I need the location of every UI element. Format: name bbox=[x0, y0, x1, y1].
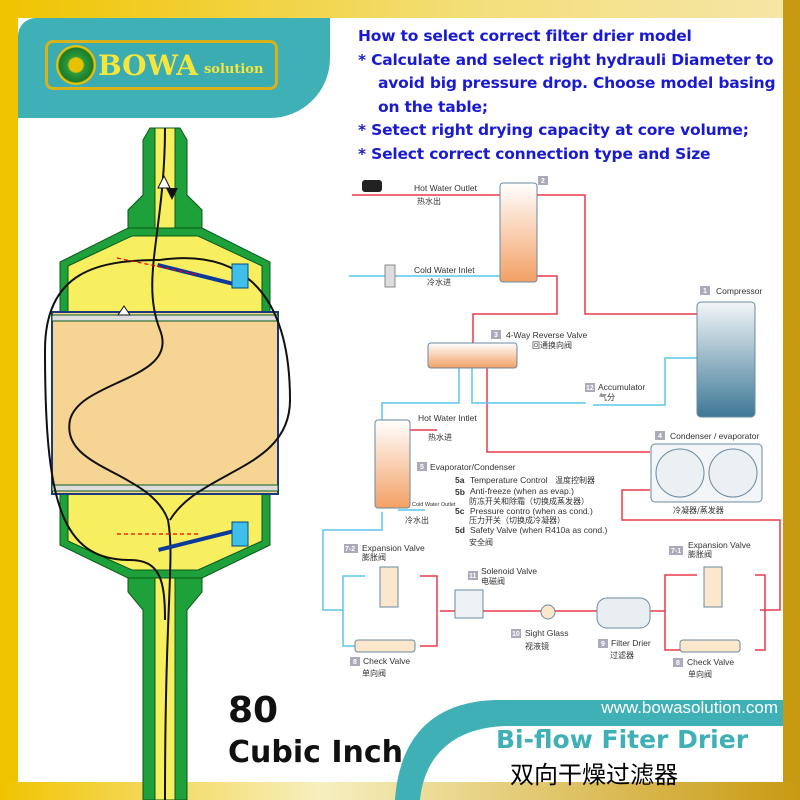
accumulator-label: Accumulator bbox=[598, 382, 645, 392]
instructions-heading: How to select correct filter drier model bbox=[358, 27, 692, 45]
c7-2-number: 7-2 bbox=[345, 546, 355, 553]
gold-frame-top bbox=[0, 0, 800, 18]
check-valve-2-cn: 单向阀 bbox=[688, 669, 712, 679]
logo-main-text: BOWA bbox=[98, 48, 198, 82]
evaporator-label: Evaporator/Condenser bbox=[430, 462, 516, 472]
schematic-labels: Hot Water Outlet 热水出 Cold Water Inlet 冷水… bbox=[344, 176, 762, 679]
c2-number: 2 bbox=[541, 178, 545, 185]
instruction-line: * Setect right drying capacity at core v… bbox=[358, 121, 749, 139]
volume-unit: Cubic Inch bbox=[228, 735, 404, 770]
filter-drier-label: Filter Drier bbox=[611, 638, 651, 648]
gold-frame-right bbox=[783, 0, 800, 800]
selection-instructions: How to select correct filter drier model… bbox=[358, 25, 776, 166]
reverse-valve-label: 4-Way Reverse Valve bbox=[506, 330, 588, 340]
pressure-control-label: Pressure contro (when as cond.) bbox=[470, 506, 593, 516]
c7-1-number: 7-1 bbox=[671, 548, 681, 555]
expansion-valve-2-label: Expansion Valve bbox=[362, 543, 425, 553]
c5d-number: 5d bbox=[455, 525, 465, 535]
cold-water-outlet-label: Cold Water Outlet bbox=[412, 502, 456, 508]
anti-freeze-cn: 防冻开关和除霜（切换成蒸发器） bbox=[469, 496, 589, 506]
instruction-line: * Calculate and select right hydrauli Di… bbox=[358, 50, 774, 69]
instruction-line: * Select correct connection type and Siz… bbox=[358, 144, 711, 163]
hot-water-inlet-label: Hot Water Intlet bbox=[418, 413, 477, 423]
c5b-number: 5b bbox=[455, 487, 465, 497]
bowa-logo: BOWA solution bbox=[45, 40, 278, 90]
expansion-valve-1-label: Expansion Valve bbox=[688, 540, 751, 550]
accumulator-cn: 气分 bbox=[599, 392, 615, 402]
volume-value: 80 bbox=[228, 690, 279, 731]
c4-number: 4 bbox=[658, 433, 662, 440]
product-title-en: Bi-flow Fiter Drier bbox=[496, 725, 749, 754]
expansion-valve-1-cn: 膨胀阀 bbox=[688, 549, 712, 559]
filter-drier-cn: 过滤器 bbox=[610, 650, 634, 660]
c9-number: 9 bbox=[601, 641, 605, 648]
c8b-number: 8 bbox=[676, 660, 680, 667]
solenoid-valve-label: Solenoid Valve bbox=[481, 566, 537, 576]
logo-sub-text: solution bbox=[203, 61, 264, 77]
expansion-valve-2-cn: 膨胀阀 bbox=[362, 552, 386, 562]
c5-number: 5 bbox=[420, 464, 424, 471]
c5a-number: 5a bbox=[455, 475, 465, 485]
safety-valve-label: Safety Valve (when R410a as cond.) bbox=[470, 525, 608, 535]
product-title-cn: 双向干燥过滤器 bbox=[510, 761, 678, 789]
safety-valve-cn: 安全阀 bbox=[469, 537, 493, 547]
sight-glass-cn: 视液镜 bbox=[525, 641, 549, 651]
hot-water-inlet-cn: 热水进 bbox=[428, 432, 452, 442]
logo-badge-icon bbox=[56, 45, 96, 85]
website-url: www.bowasolution.com bbox=[601, 698, 778, 717]
check-valve-1-cn: 单向阀 bbox=[362, 668, 386, 678]
check-valve-1-label: Check Valve bbox=[363, 656, 410, 666]
hot-water-outlet-label: Hot Water Outlet bbox=[414, 183, 478, 193]
instruction-line: on the table; bbox=[378, 97, 488, 116]
c11-number: 11 bbox=[469, 573, 477, 580]
solenoid-valve-cn: 电磁阀 bbox=[481, 576, 505, 586]
anti-freeze-label: Anti-freeze (when as evap.) bbox=[470, 486, 574, 496]
c10-number: 10 bbox=[512, 631, 520, 638]
pressure-control-cn: 压力开关（切换成冷凝器） bbox=[469, 515, 565, 525]
c5c-number: 5c bbox=[455, 506, 465, 516]
number-badge bbox=[538, 176, 548, 185]
temperature-control-cn: 温度控制器 bbox=[555, 475, 595, 485]
c1-number: 1 bbox=[703, 288, 707, 295]
reverse-valve-cn: 回通换向阀 bbox=[532, 340, 572, 350]
c12-number: 12 bbox=[586, 385, 594, 392]
sight-glass-label: Sight Glass bbox=[525, 628, 568, 638]
condenser-label: Condenser / evaporator bbox=[670, 431, 759, 441]
check-valve-2-label: Check Valve bbox=[687, 657, 734, 667]
condenser-cn: 冷凝器/蒸发器 bbox=[673, 505, 724, 515]
compressor-label: Compressor bbox=[716, 286, 762, 296]
gold-frame-left bbox=[0, 0, 18, 800]
c3-number: 3 bbox=[494, 332, 498, 339]
instruction-line: avoid big pressure drop. Choose model ba… bbox=[378, 74, 776, 92]
temperature-control-label: Temperature Control bbox=[470, 475, 548, 485]
hot-water-outlet-cn: 热水出 bbox=[417, 196, 441, 206]
c8a-number: 8 bbox=[353, 659, 357, 666]
cold-water-outlet-cn: 冷水出 bbox=[405, 515, 429, 525]
cold-water-inlet-cn: 冷水进 bbox=[427, 277, 451, 287]
cold-water-inlet-label: Cold Water Inlet bbox=[414, 265, 475, 275]
